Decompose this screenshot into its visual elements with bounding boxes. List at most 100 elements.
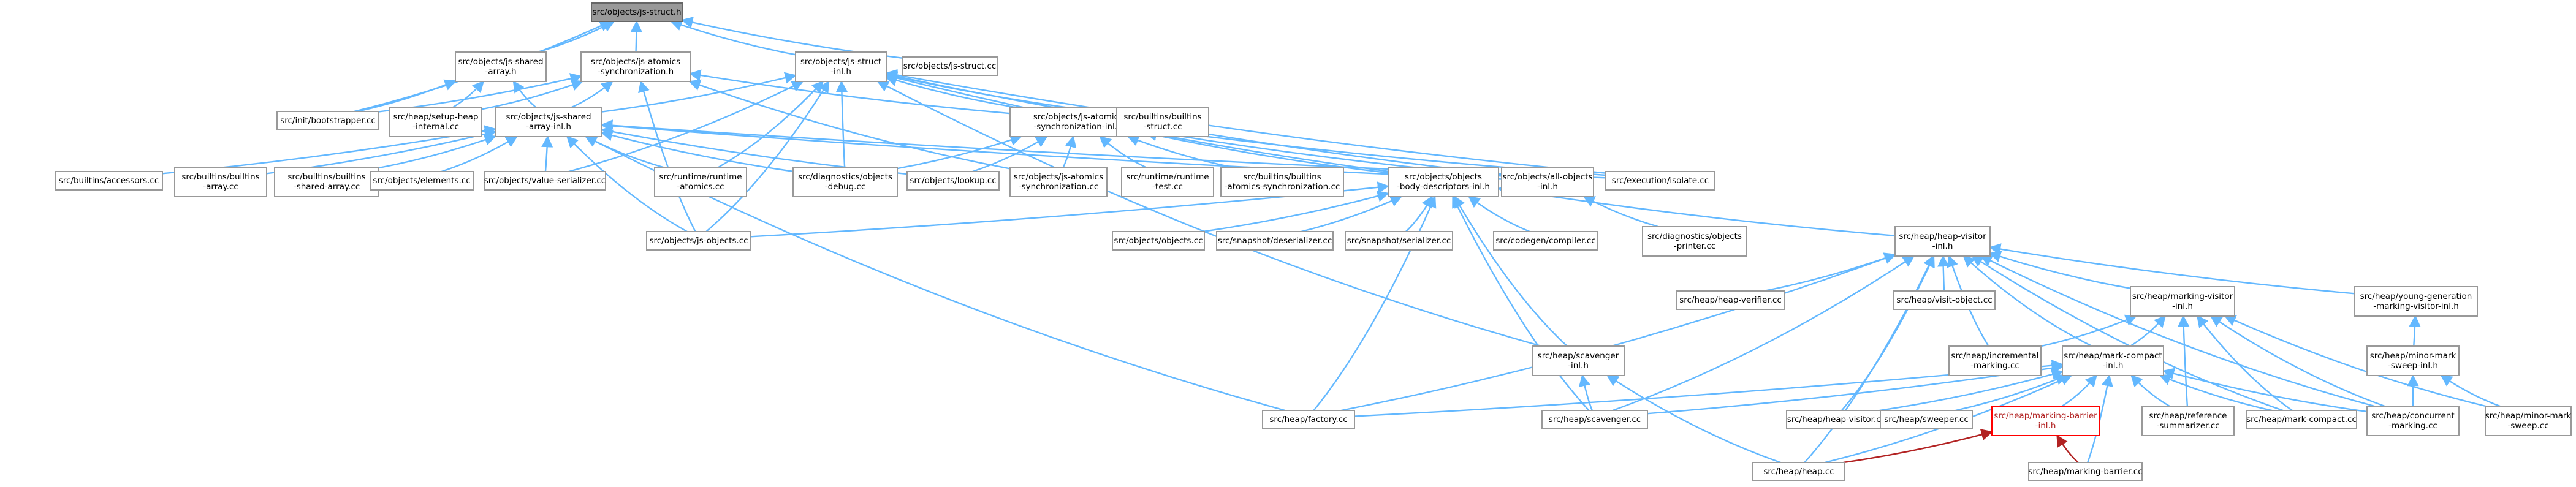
node-label-line: src/objects/objects.cc <box>1114 236 1203 246</box>
node-markcompactcc[interactable]: src/heap/mark-compact.cc <box>2246 410 2357 429</box>
node-setupheap[interactable]: src/heap/setup-heap-internal.cc <box>389 107 482 137</box>
node-heapvisitorcc[interactable]: src/heap/heap-visitor.cc <box>1786 410 1886 429</box>
node-label-line: src/heap/marking-barrier.cc <box>2028 467 2142 477</box>
node-minormarksweepinl[interactable]: src/heap/minor-mark-sweep-inl.h <box>2366 345 2460 376</box>
node-heapcc[interactable]: src/heap/heap.cc <box>1752 462 1845 481</box>
edge-jsobjects-to-jssharedarrayinl <box>566 135 688 233</box>
node-markcompactinl[interactable]: src/heap/mark-compact-inl.h <box>2062 345 2164 376</box>
node-label-line: src/heap/heap-verifier.cc <box>1679 295 1782 305</box>
node-heapvisitorinl[interactable]: src/heap/heap-visitor-inl.h <box>1894 226 1991 257</box>
node-incrementalmarking[interactable]: src/heap/incremental-marking.cc <box>1948 345 2042 376</box>
node-compiler[interactable]: src/codegen/compiler.cc <box>1493 231 1598 251</box>
edge-scavengerinl-to-bodydescinl <box>1454 195 1568 347</box>
node-jssharedarrayinl[interactable]: src/objects/js-shared-array-inl.h <box>495 107 602 137</box>
node-builtinsatomicssync[interactable]: src/builtins/builtins-atomics-synchroniz… <box>1220 167 1344 197</box>
node-label-line: -internal.cc <box>412 122 459 132</box>
node-markingvisitorinl[interactable]: src/heap/marking-visitor-inl.h <box>2130 286 2235 317</box>
node-label-line: -array.cc <box>203 182 238 192</box>
node-objectsprinter[interactable]: src/diagnostics/objects-printer.cc <box>1642 226 1747 257</box>
node-label-line: src/heap/young-generation <box>2360 292 2472 301</box>
node-bootstrapper[interactable]: src/init/bootstrapper.cc <box>276 111 379 130</box>
node-markingbarrierinl[interactable]: src/heap/marking-barrier-inl.h <box>1991 406 2100 436</box>
edge-scavengercc-to-scavengerinl <box>1579 374 1593 411</box>
node-objectscc[interactable]: src/objects/objects.cc <box>1112 231 1205 251</box>
node-box <box>1894 226 1991 257</box>
edge-serializer-to-bodydescinl <box>1405 195 1433 232</box>
node-jssharedarrayh[interactable]: src/objects/js-shared-array.h <box>455 51 547 82</box>
node-box <box>1501 167 1594 197</box>
node-label-line: -sweep-inl.h <box>2388 361 2438 371</box>
node-lookup[interactable]: src/objects/lookup.cc <box>906 171 1000 191</box>
node-markingbarriercc[interactable]: src/heap/marking-barrier.cc <box>2028 462 2143 481</box>
node-sweeper[interactable]: src/heap/sweeper.cc <box>1880 410 1973 429</box>
edge-factory-to-bodydescinl <box>1313 195 1437 411</box>
node-minormarksweepcc[interactable]: src/heap/minor-mark-sweep.cc <box>2485 406 2572 436</box>
node-box <box>274 167 379 197</box>
node-scavengerinl[interactable]: src/heap/scavenger-inl.h <box>1532 345 1625 376</box>
edge-heapverifier-to-heapvisitorinl <box>1763 252 1896 292</box>
node-elements[interactable]: src/objects/elements.cc <box>370 171 474 191</box>
node-label-line: -synchronization.cc <box>1019 182 1099 192</box>
node-jsatomicssynccc[interactable]: src/objects/js-atomics-synchronization.c… <box>1009 167 1108 197</box>
node-jsatomicssynch[interactable]: src/objects/js-atomics-synchronization.h <box>580 51 691 82</box>
node-builtinsstruct[interactable]: src/builtins/builtins-struct.cc <box>1116 107 1209 137</box>
node-label-line: src/builtins/builtins <box>1243 172 1321 182</box>
node-younggen[interactable]: src/heap/young-generation-marking-visito… <box>2354 286 2478 317</box>
node-deserializer[interactable]: src/snapshot/deserializer.cc <box>1216 231 1334 251</box>
node-jsstructh[interactable]: src/objects/js-struct.h <box>591 2 683 22</box>
node-box <box>1752 462 1845 481</box>
edge-minormarksweepinl-to-younggen <box>2409 315 2421 347</box>
node-jsobjects[interactable]: src/objects/js-objects.cc <box>646 231 751 251</box>
node-label-line: src/heap/incremental <box>1951 351 2038 361</box>
edge-runtimetest-to-jsatomicssyncinl <box>1099 135 1146 168</box>
node-heapverifier[interactable]: src/heap/heap-verifier.cc <box>1676 290 1785 310</box>
edge-lookup-to-jsatomicssyncinl <box>972 135 1048 173</box>
node-label-line: -struct.cc <box>1143 122 1182 132</box>
node-factory[interactable]: src/heap/factory.cc <box>1262 410 1355 429</box>
node-label-line: src/runtime/runtime <box>1126 172 1209 182</box>
node-box <box>792 167 898 197</box>
node-box <box>1991 406 2100 436</box>
edge-jsatomicssyncinl-to-jsstructinlh <box>885 75 1015 108</box>
node-serializer[interactable]: src/snapshot/serializer.cc <box>1345 231 1453 251</box>
node-box <box>1121 167 1214 197</box>
node-bodydescinl[interactable]: src/objects/objects-body-descriptors-inl… <box>1388 167 1499 197</box>
node-box <box>1216 231 1334 251</box>
node-label-line: -synchronization-inl.h <box>1033 122 1122 132</box>
file-nodes: src/objects/js-struct.h src/objects/js-sh… <box>55 2 2572 481</box>
node-runtimetest[interactable]: src/runtime/runtime-test.cc <box>1121 167 1214 197</box>
node-label-line: src/heap/mark-compact <box>2064 351 2162 361</box>
edge-concurrentmarking-to-markcompactinl <box>2162 368 2368 413</box>
node-valueserializer[interactable]: src/objects/value-serializer.cc <box>484 171 606 191</box>
node-isolate[interactable]: src/execution/isolate.cc <box>1605 171 1715 191</box>
node-label-line: src/builtins/accessors.cc <box>59 176 159 186</box>
node-box <box>2028 462 2143 481</box>
node-accessors[interactable]: src/builtins/accessors.cc <box>55 171 163 191</box>
node-scavengercc[interactable]: src/heap/scavenger.cc <box>1541 410 1648 429</box>
node-concurrentmarking[interactable]: src/heap/concurrent-marking.cc <box>2366 406 2460 436</box>
node-builtinssharedarray[interactable]: src/builtins/builtins-shared-array.cc <box>274 167 379 197</box>
edge-minormarksweepcc-to-markingvisitorinl <box>2224 315 2486 407</box>
node-label-line: src/objects/all-objects <box>1503 172 1593 182</box>
node-box <box>2485 406 2572 436</box>
node-runtimeatomics[interactable]: src/runtime/runtime-atomics.cc <box>654 167 747 197</box>
node-label-line: src/objects/js-atomics <box>1033 112 1123 122</box>
node-box <box>1345 231 1453 251</box>
edge-objectsdebug-to-jsstructinlh <box>835 80 848 168</box>
node-refsummarizer[interactable]: src/heap/reference-summarizer.cc <box>2141 406 2235 436</box>
edge-jssharedarrayinl-to-jsatomicssynch <box>571 80 614 108</box>
node-label-line: -inl.h <box>1537 182 1558 192</box>
edge-markcompactinl-to-markingvisitorinl <box>2129 315 2167 347</box>
node-label-line: -marking-visitor-inl.h <box>2373 301 2459 311</box>
edge-heapcc-to-markingbarrierinl <box>1843 429 1993 464</box>
node-label-line: src/objects/js-struct <box>800 57 881 67</box>
node-allobjectsinl[interactable]: src/objects/all-objects-inl.h <box>1501 167 1594 197</box>
node-builtinsarray[interactable]: src/builtins/builtins-array.cc <box>174 167 267 197</box>
node-objectsdebug[interactable]: src/diagnostics/objects-debug.cc <box>792 167 898 197</box>
node-jsstructinlh[interactable]: src/objects/js-struct-inl.h <box>795 51 887 82</box>
node-jsstructcc[interactable]: src/objects/js-struct.cc <box>902 56 998 76</box>
edge-minormarksweepcc-to-minormarksweepinl <box>2440 374 2501 407</box>
edge-builtinsatomicssync-to-jsatomicssyncinl <box>1127 135 1233 168</box>
node-visitobject[interactable]: src/heap/visit-object.cc <box>1893 290 1996 310</box>
edge-younggen-to-heapvisitorinl <box>1989 243 2355 295</box>
